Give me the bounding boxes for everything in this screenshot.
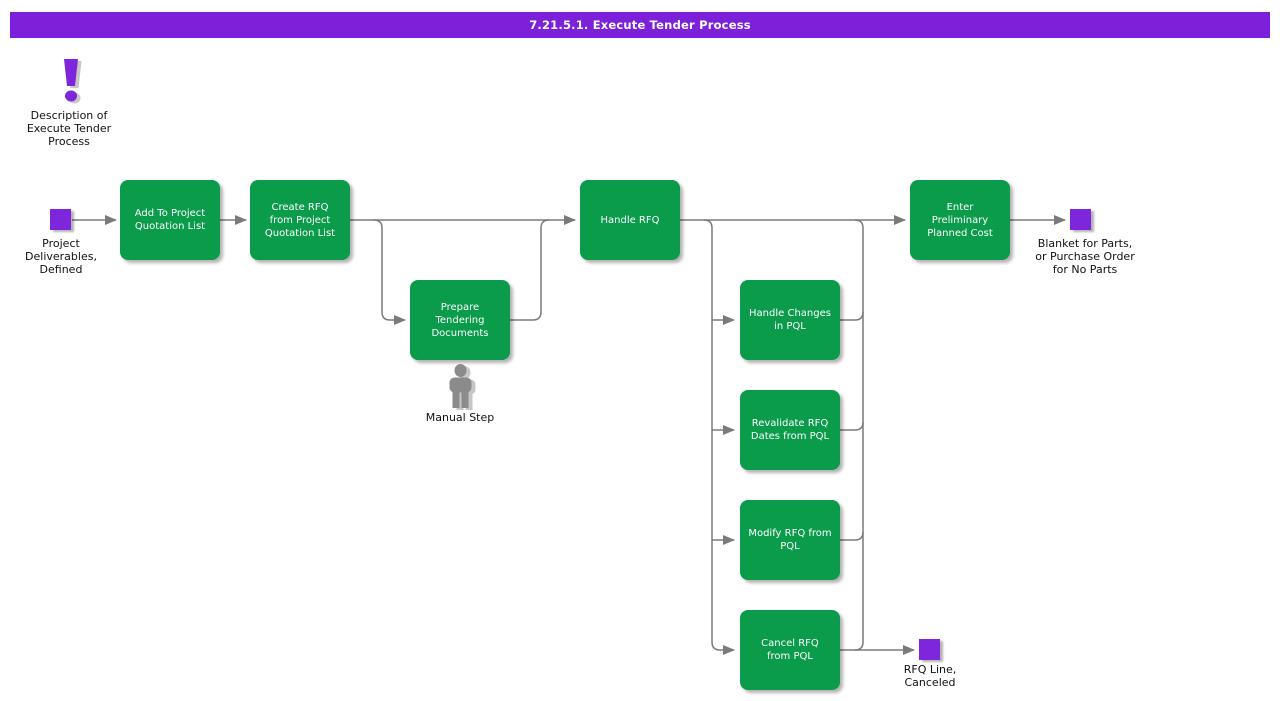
activity-label: Prepare Tendering Documents — [431, 301, 489, 339]
activity-label: Handle Changes in PQL — [749, 308, 831, 332]
end-event-blanket-label: Blanket for Parts, or Purchase Order for… — [1035, 237, 1135, 276]
activity-prepare-tendering-documents[interactable]: Prepare Tendering Documents — [410, 280, 510, 360]
page-title: 7.21.5.1. Execute Tender Process — [529, 18, 751, 32]
start-event-label: Project Deliverables, Defined — [25, 237, 97, 276]
activity-label: Handle RFQ — [600, 214, 660, 226]
activity-label: Cancel RFQ from PQL — [761, 638, 819, 662]
activity-label: Enter Preliminary Planned Cost — [927, 201, 993, 239]
start-event-marker — [50, 209, 71, 230]
activity-label: Revalidate RFQ Dates from PQL — [750, 418, 830, 442]
end-event-rfq-canceled-label: RFQ Line, Canceled — [903, 663, 957, 689]
end-event-rfq-canceled-marker — [919, 639, 940, 660]
end-event-blanket-marker — [1070, 209, 1091, 230]
manual-step-label: Manual Step — [425, 411, 495, 424]
activity-add-to-project-quotation-list[interactable]: Add To Project Quotation List — [120, 180, 220, 260]
title-bar: 7.21.5.1. Execute Tender Process — [10, 12, 1270, 38]
activity-enter-preliminary-planned-cost[interactable]: Enter Preliminary Planned Cost — [910, 180, 1010, 260]
activity-create-rfq-from-project-quotation-list[interactable]: Create RFQ from Project Quotation List — [250, 180, 350, 260]
activity-handle-changes-in-pql[interactable]: Handle Changes in PQL — [740, 280, 840, 360]
activity-cancel-rfq-from-pql[interactable]: Cancel RFQ from PQL — [740, 610, 840, 690]
activity-label: Create RFQ from Project Quotation List — [264, 201, 336, 239]
activity-handle-rfq[interactable]: Handle RFQ — [580, 180, 680, 260]
exclamation-icon[interactable] — [45, 55, 95, 107]
activity-label: Add To Project Quotation List — [134, 208, 206, 232]
activity-revalidate-rfq-dates-from-pql[interactable]: Revalidate RFQ Dates from PQL — [740, 390, 840, 470]
activity-modify-rfq-from-pql[interactable]: Modify RFQ from PQL — [740, 500, 840, 580]
manual-step-icon — [449, 364, 476, 410]
activity-label: Modify RFQ from PQL — [748, 528, 832, 552]
description-label: Description of Execute Tender Process — [26, 109, 112, 148]
